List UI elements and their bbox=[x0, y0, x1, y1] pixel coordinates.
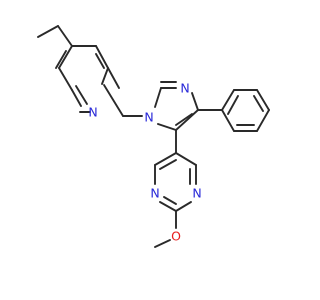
pyrimidine-ring bbox=[154, 152, 197, 212]
methylene-linker bbox=[103, 84, 143, 117]
pyrimidine-nitrogen-left-label: N bbox=[150, 186, 159, 201]
pyridine-ring bbox=[55, 45, 120, 113]
molecule-structure-diagram: N bbox=[37, 25, 270, 248]
imidazole-nitrogen-substituted-label: N bbox=[144, 110, 153, 125]
atom-labels: N N N N O bbox=[144, 81, 201, 244]
pyrimidine-nitrogen-right-label: N bbox=[192, 186, 201, 201]
imidazole-nitrogen-top-label: N bbox=[180, 81, 189, 96]
phenyl-ring bbox=[197, 89, 270, 132]
pyridine-nitrogen-label: N bbox=[88, 105, 97, 120]
ethyl-group bbox=[37, 25, 73, 47]
methoxy-oxygen-label: O bbox=[171, 229, 181, 244]
imidazole-ring bbox=[154, 81, 199, 131]
methoxy-group bbox=[154, 210, 177, 248]
